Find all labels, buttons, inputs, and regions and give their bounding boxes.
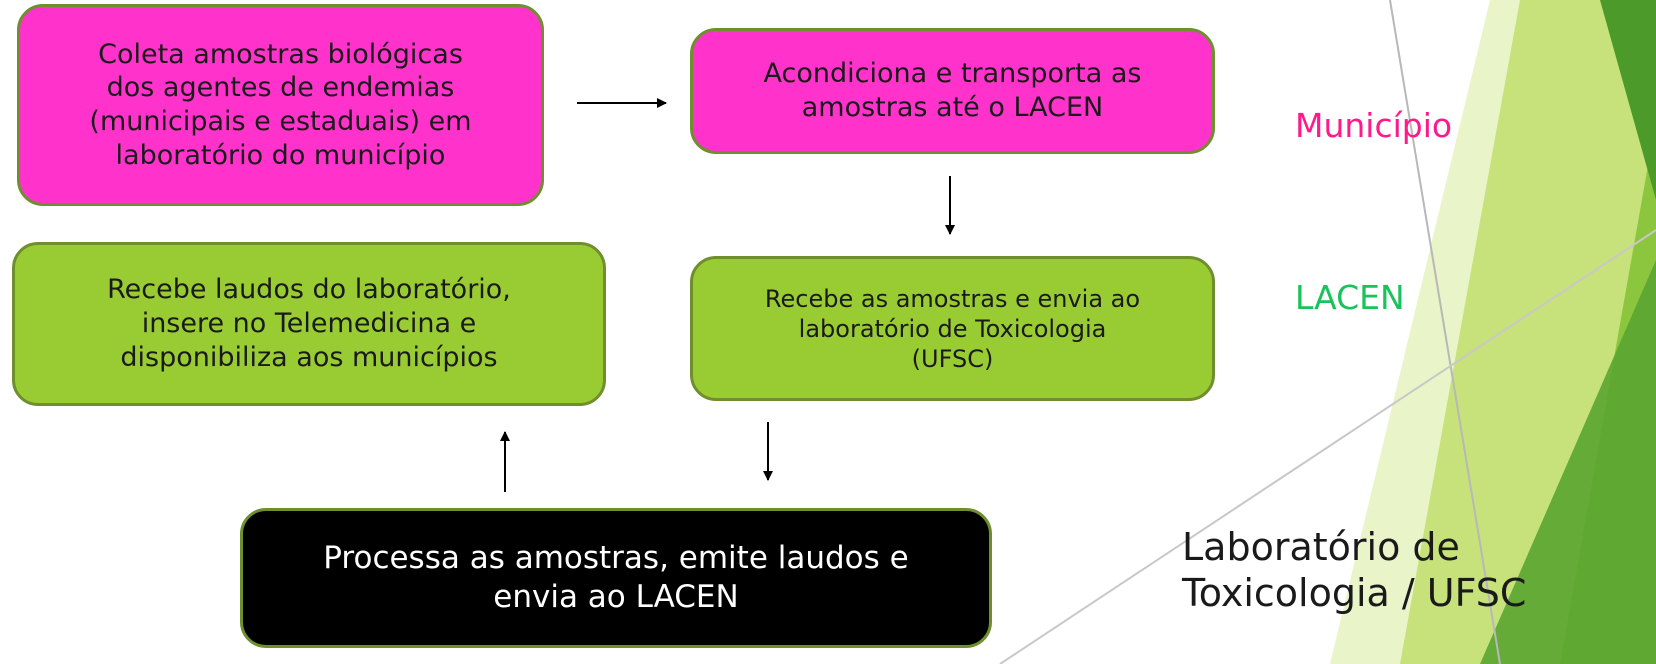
- deco-dark-green-facet: [1480, 260, 1656, 664]
- deco-grey-line-2: [999, 229, 1656, 664]
- box-acondiciona: Acondiciona e transporta as amostras até…: [690, 28, 1215, 154]
- box-coleta-text: Coleta amostras biológicas dos agentes d…: [89, 38, 472, 171]
- box-coleta-amostras: Coleta amostras biológicas dos agentes d…: [17, 4, 544, 206]
- label-laboratorio-toxicologia: Laboratório de Toxicologia / UFSC: [1182, 525, 1527, 615]
- box-recebe-amostras-text: Recebe as amostras e envia ao laboratóri…: [764, 284, 1141, 373]
- deco-grey-line-1: [1389, 0, 1501, 664]
- box-recebe-amostras: Recebe as amostras e envia ao laboratóri…: [690, 256, 1215, 401]
- box-recebe-laudos-text: Recebe laudos do laboratório, insere no …: [107, 274, 511, 373]
- box-processa-text: Processa as amostras, emite laudos e env…: [323, 540, 909, 615]
- label-lacen: LACEN: [1295, 278, 1405, 317]
- box-acondiciona-text: Acondiciona e transporta as amostras até…: [763, 58, 1142, 123]
- deco-darkest-green-facet: [1600, 0, 1656, 200]
- box-recebe-laudos: Recebe laudos do laboratório, insere no …: [12, 242, 606, 406]
- box-processa-amostras: Processa as amostras, emite laudos e env…: [240, 508, 992, 648]
- label-municipio: Município: [1295, 106, 1453, 145]
